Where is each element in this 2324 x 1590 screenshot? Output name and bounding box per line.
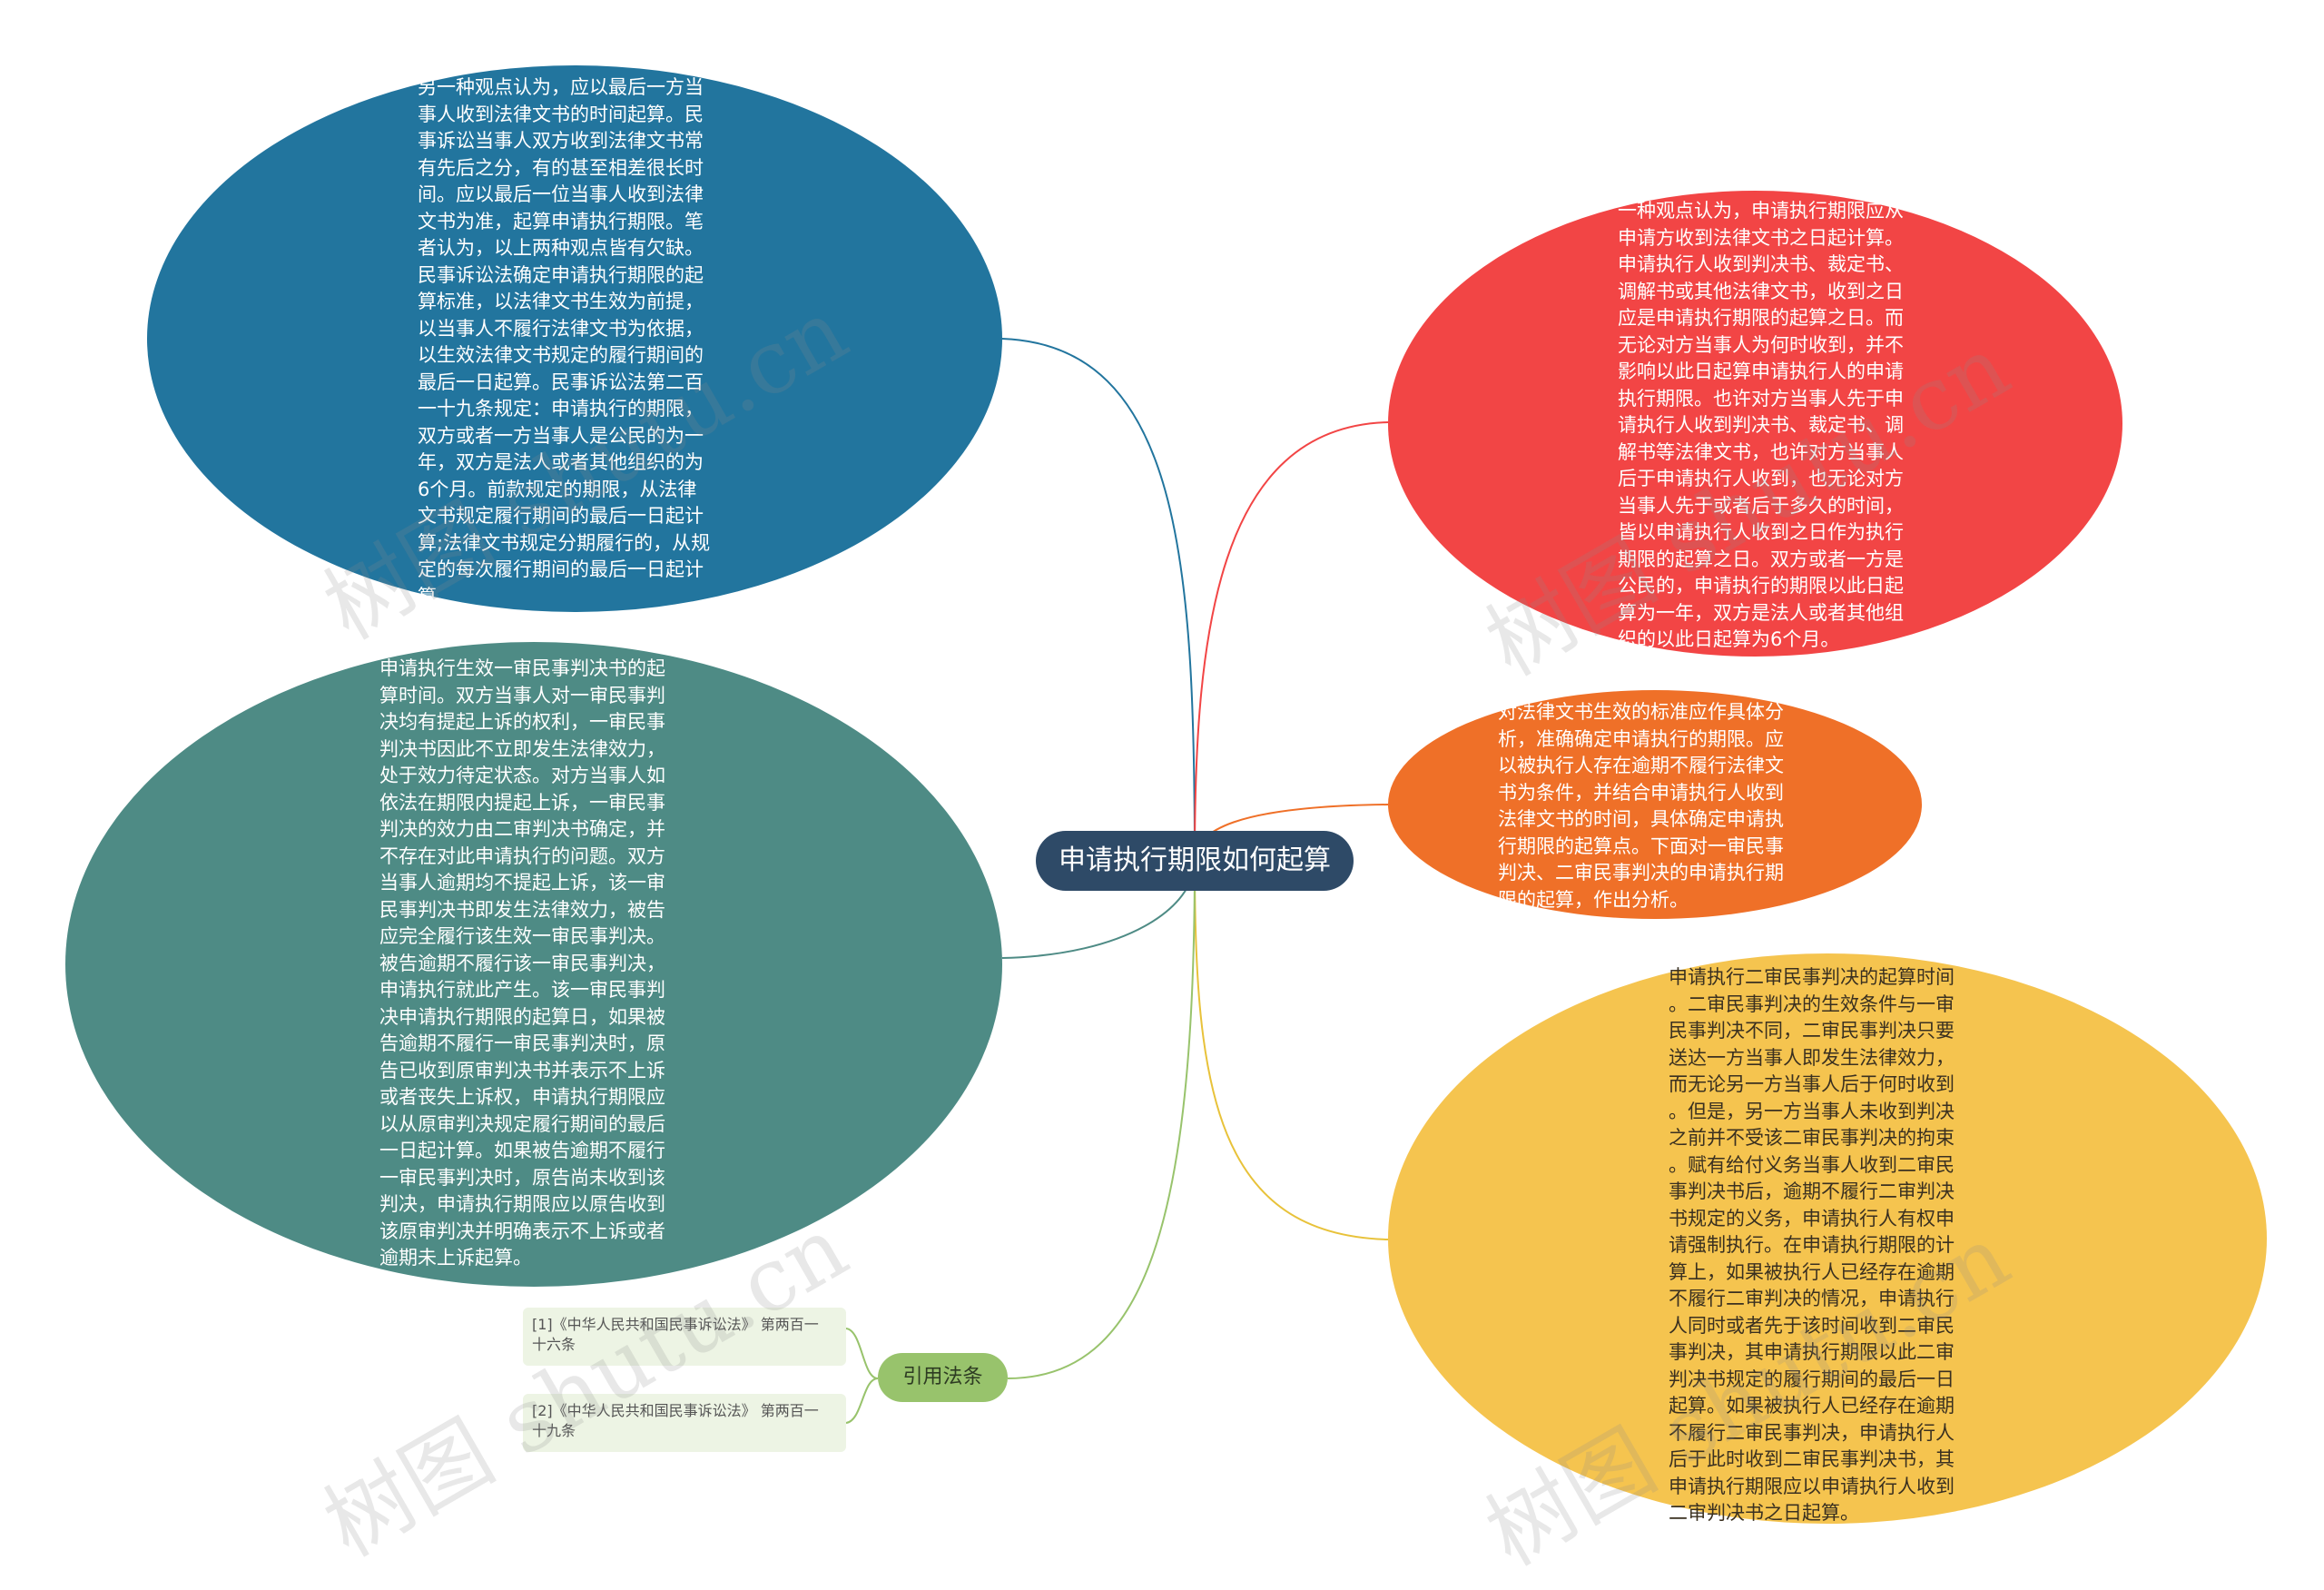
link-blue [1001,338,1196,862]
node-red-text: 一种观点认为，申请执行期限应从 申请方收到法律文书之日起计算。 申请执行人收到判… [1618,200,1904,650]
link-red [1194,421,1389,862]
link-cite-2 [845,1378,879,1424]
node-yellow-text: 申请执行二审民事判决的起算时间 。二审民事判决的生效条件与一审 民事判决不同，二… [1669,966,1955,1524]
link-citations [1007,860,1196,1379]
citation-item-2[interactable]: [2]《中华人民共和国民事诉讼法》 第两百一 十九条 [523,1394,846,1452]
citation-item-1[interactable]: [1]《中华人民共和国民事诉讼法》 第两百一 十六条 [523,1308,846,1366]
node-red[interactable] [1388,191,2122,657]
link-yellow [1194,860,1389,1240]
node-teal-text: 申请执行生效一审民事判决书的起 算时间。双方当事人对一审民事判 决均有提起上诉的… [379,657,665,1269]
node-blue[interactable] [147,65,1002,612]
central-topic[interactable]: 申请执行期限如何起算 [1036,831,1354,891]
node-yellow[interactable] [1388,953,2267,1524]
node-orange[interactable] [1388,690,1922,919]
link-cite-1 [845,1328,879,1379]
node-orange-text: 对法律文书生效的标准应作具体分 析，准确确定申请执行的期限。应 以被执行人存在逾… [1498,701,1784,911]
node-blue-text: 另一种观点认为，应以最后一方当 事人收到法律文书的时间起算。民 事诉讼当事人双方… [418,76,711,607]
citations-node[interactable]: 引用法条 [878,1353,1008,1402]
node-teal[interactable] [65,642,1002,1287]
